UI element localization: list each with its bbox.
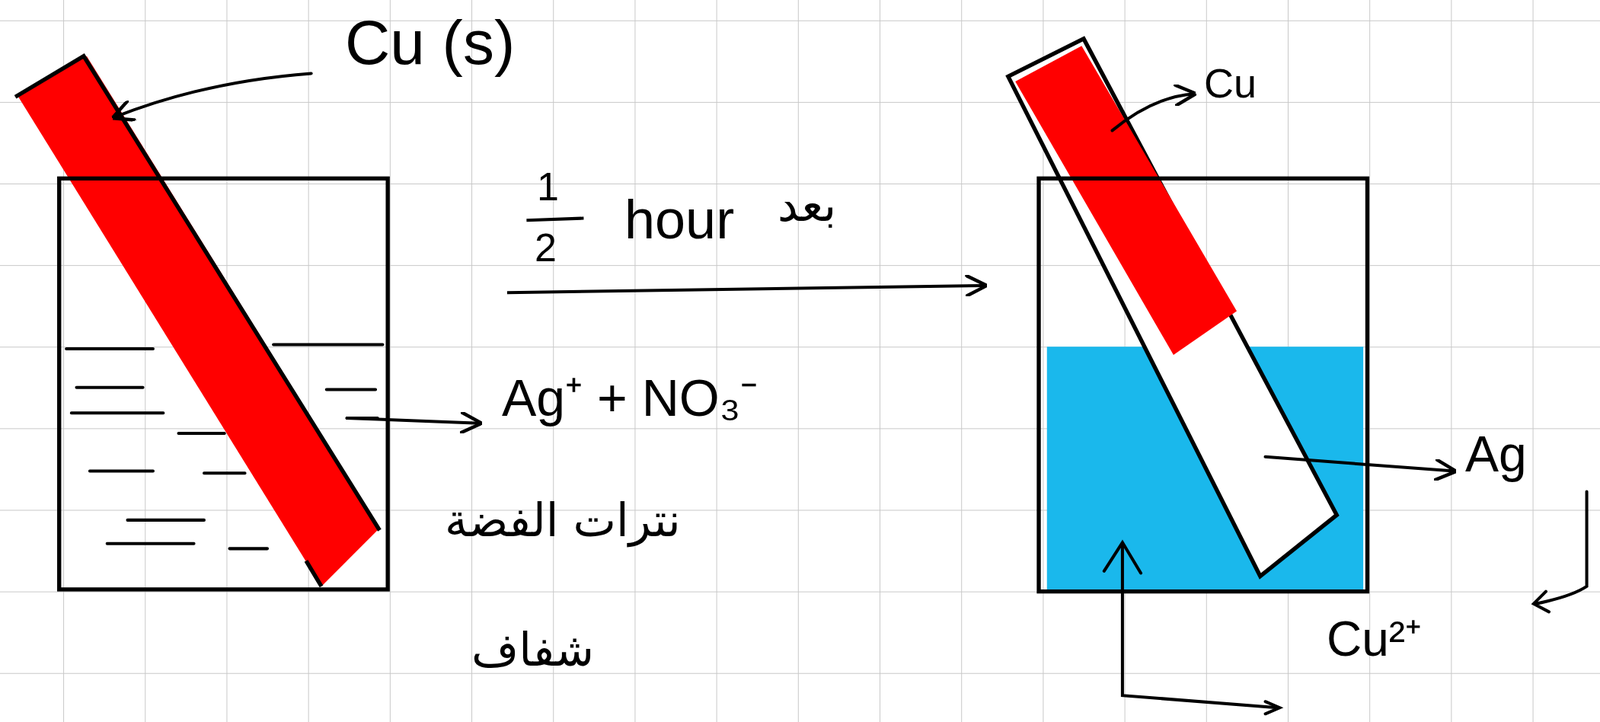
arabic-label: شفاف [471, 624, 595, 675]
left-beaker [15, 56, 388, 590]
species-label: Cu [1203, 60, 1257, 106]
arabic-label: نترات الفضة [444, 495, 681, 546]
time-label: hour [624, 189, 735, 250]
right-beaker [1008, 38, 1368, 592]
species-label: Cu²⁺ [1326, 612, 1422, 666]
species-label: Ag [1465, 426, 1527, 483]
fraction-number: 2 [534, 226, 557, 270]
solution-label: Ag⁺ + NO₃⁻ [501, 369, 758, 427]
fraction-number: 1 [536, 165, 559, 209]
species-label: Cu (s) [344, 8, 515, 77]
arabic-label: بعد [777, 179, 837, 230]
fraction-bar [526, 218, 584, 221]
leader-lines [114, 73, 1588, 714]
reaction-arrow [507, 285, 985, 293]
